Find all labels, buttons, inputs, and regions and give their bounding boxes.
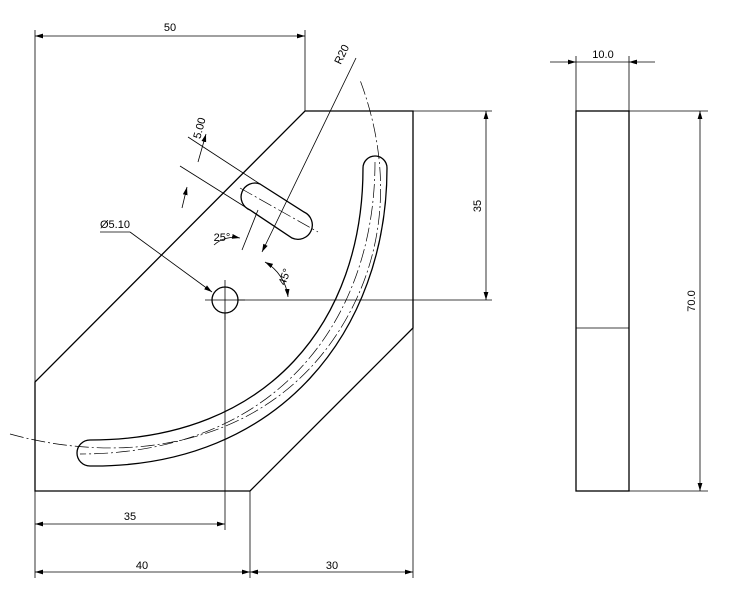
dim-line-5-00	[197, 133, 207, 163]
dim-text-40: 40	[136, 560, 148, 572]
part-outline	[34, 110, 414, 492]
dim-line-r20	[261, 57, 357, 253]
ext-line-slot-2	[179, 165, 251, 211]
arc-centerline	[9, 79, 381, 449]
ext-line-25-deg	[241, 209, 259, 251]
dim-text-25-deg: 25°	[214, 232, 231, 244]
dim-text-30: 30	[326, 560, 338, 572]
dim-text-70: 70.0	[686, 290, 698, 311]
curved-slot-centerline	[79, 161, 376, 455]
dim-text-hole: Ø5.10	[100, 219, 130, 231]
dim-text-35-bottom: 35	[124, 511, 136, 523]
dim-text-50: 50	[164, 22, 176, 34]
dim-line-5-00-b	[181, 186, 188, 209]
arc-25-deg	[213, 234, 241, 246]
small-slot	[240, 182, 313, 240]
curved-slot	[76, 155, 388, 467]
small-slot-centerline	[239, 187, 319, 233]
dim-text-45-deg: 45°	[277, 267, 294, 287]
ext-line-slot-1	[187, 136, 261, 185]
dim-text-r20: R20	[332, 43, 352, 66]
dim-text-5-00: 5.00	[192, 116, 209, 140]
side-view: 10.0 70.0	[550, 49, 708, 492]
side-view-outline	[575, 110, 630, 492]
front-view: 50 R20 5.00 25° 45° Ø5.10 35 35	[9, 22, 492, 578]
arc-45-deg	[264, 261, 290, 298]
dim-text-35-right: 35	[472, 200, 484, 212]
leader-hole-angled	[129, 231, 213, 293]
dim-text-10: 10.0	[592, 49, 613, 61]
